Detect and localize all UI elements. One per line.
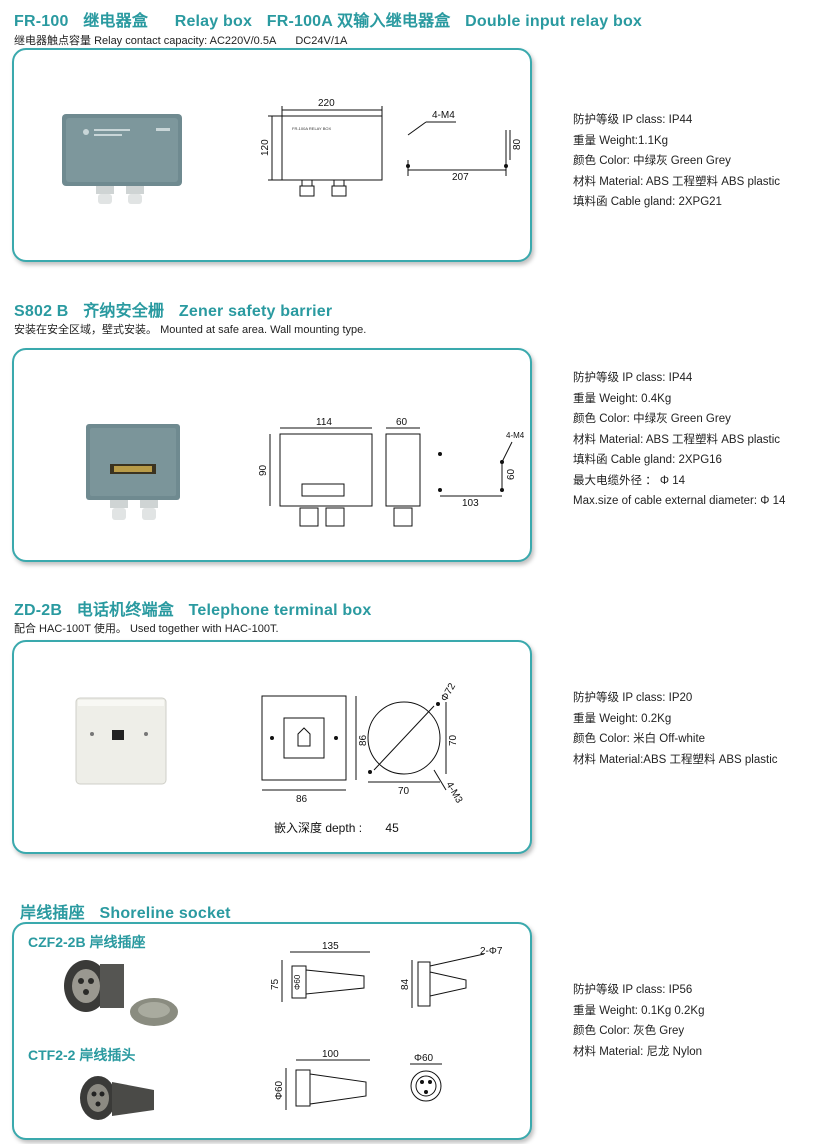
product-panel-telephone-box: 86 86 Φ72 70 70 4-M3	[12, 640, 532, 854]
dim-height-socket: 75	[270, 978, 281, 990]
spec-ip: 防护等级 IP class: IP56	[573, 984, 693, 996]
title-cn: 岸线插座	[20, 905, 85, 922]
dim-side: 60	[506, 468, 517, 480]
dim-height: 86	[358, 734, 369, 746]
section-subtitle: 安装在安全区域，壁式安装。 Mounted at safe area. Wall…	[14, 324, 367, 336]
title-en: Telephone terminal box	[188, 602, 372, 619]
shoreline-illustration: 135 75 Φ60 2-Φ7 84 100 Φ60 Φ60	[64, 941, 503, 1120]
title-en-2: Double input relay box	[465, 13, 643, 30]
product-label-plug: CTF2-2 岸线插头	[28, 1047, 136, 1063]
depth-label: 嵌入深度 depth : 45	[274, 821, 399, 835]
spec-color: 颜色 Color: 中绿灰 Green Grey	[573, 155, 731, 167]
dim-depth: 60	[396, 417, 408, 428]
label-plate-text: FR-100A RELAY BOX	[292, 126, 332, 131]
section-subtitle: 继电器触点容量 Relay contact capacity: AC220V/0…	[14, 35, 348, 47]
model-code: FR-100	[14, 13, 69, 30]
title-en: Zener safety barrier	[178, 303, 333, 320]
dim-diameter-plug: Φ60	[274, 1080, 285, 1100]
telephone-box-illustration: 86 86 Φ72 70 70 4-M3	[75, 681, 465, 806]
dim-bottom: 70	[398, 786, 410, 797]
title-en: Shoreline socket	[99, 905, 231, 922]
dim-height: 90	[258, 464, 269, 476]
relay-box-mount-drawing	[407, 121, 511, 176]
socket-drawing	[281, 951, 485, 1008]
product-label-socket: CZF2-2B 岸线插座	[28, 934, 146, 950]
socket-photo	[64, 960, 178, 1026]
zener-front-drawing	[269, 427, 513, 527]
title-cn: 继电器盒	[83, 13, 149, 30]
dim-hole-spacing: 207	[452, 172, 469, 183]
dim-side: 84	[400, 978, 411, 990]
spec-material: 材料 Material:ABS 工程塑料 ABS plastic	[573, 753, 778, 766]
plug-photo	[80, 1076, 154, 1120]
dim-side: 80	[512, 138, 523, 150]
spec-weight: 重量 Weight: 0.1Kg 0.2Kg	[573, 1004, 705, 1017]
specs-telephone-box: 防护等级 IP class: IP20 重量 Weight: 0.2Kg 颜色 …	[573, 688, 778, 770]
relay-box-front-drawing	[268, 106, 383, 197]
spec-color: 颜色 Color: 米白 Off-white	[573, 733, 706, 745]
dim-length-socket: 135	[322, 941, 339, 952]
specs-relay-box: 防护等级 IP class: IP44 重量 Weight:1.1Kg 颜色 C…	[573, 110, 780, 213]
dim-holes: 4-M4	[506, 431, 525, 440]
section-title-relay-box: FR-100 继电器盒 Relay box FR-100A 双输入继电器盒 Do…	[14, 7, 652, 31]
dim-length-plug: 100	[322, 1049, 339, 1060]
title-cn: 齐纳安全栅	[83, 303, 165, 320]
title-en: Relay box	[174, 13, 253, 30]
dim-holes: 4-M3	[443, 780, 464, 806]
dim-circle: Φ72	[439, 681, 458, 703]
spec-cable-en: Max.size of cable external diameter: Φ 1…	[573, 495, 786, 507]
spec-weight: 重量 Weight: 0.2Kg	[573, 712, 672, 725]
spec-ip: 防护等级 IP class: IP20	[573, 692, 693, 704]
dim-holes: 2-Φ7	[480, 946, 503, 957]
section-title-telephone-box: ZD-2B 电话机终端盒 Telephone terminal box	[14, 596, 381, 620]
specs-shoreline: 防护等级 IP class: IP56 重量 Weight: 0.1Kg 0.2…	[573, 980, 704, 1062]
dim-side: 70	[448, 734, 459, 746]
dim-width: 114	[316, 417, 332, 428]
specs-zener-barrier: 防护等级 IP class: IP44 重量 Weight: 0.4Kg 颜色 …	[573, 368, 785, 512]
dim-width: 220	[318, 98, 335, 109]
product-panel-shoreline-socket: 135 75 Φ60 2-Φ7 84 100 Φ60 Φ60	[12, 922, 532, 1140]
spec-color: 颜色 Color: 灰色 Grey	[573, 1025, 685, 1037]
dim-width: 86	[296, 794, 308, 805]
plug-drawing	[285, 1059, 442, 1110]
dim-hole-spacing: 103	[462, 498, 479, 509]
section-subtitle: 配合 HAC-100T 使用。 Used together with HAC-1…	[14, 623, 279, 635]
dim-height: 120	[260, 139, 271, 156]
model-code: ZD-2B	[14, 602, 63, 619]
zener-barrier-illustration: 114 90 60 4-M4 103 60	[86, 417, 525, 527]
spec-ip: 防护等级 IP class: IP44	[573, 114, 693, 126]
spec-color: 颜色 Color: 中绿灰 Green Grey	[573, 413, 731, 425]
section-title-zener-barrier: S802 B 齐纳安全栅 Zener safety barrier	[14, 297, 342, 321]
spec-gland: 填料函 Cable gland: 2XPG21	[573, 196, 722, 208]
spec-weight: 重量 Weight: 0.4Kg	[573, 392, 672, 405]
spec-material: 材料 Material: ABS 工程塑料 ABS plastic	[573, 175, 781, 188]
title-model-2: FR-100A 双输入继电器盒	[266, 13, 451, 30]
spec-gland: 填料函 Cable gland: 2XPG16	[573, 454, 722, 466]
product-panel-relay-box: 220 120 FR-100A RELAY BOX 4-M4 207 80	[12, 48, 532, 262]
spec-ip: 防护等级 IP class: IP44	[573, 372, 693, 384]
dim-holes: 4-M4	[432, 110, 455, 121]
model-code: S802 B	[14, 303, 69, 320]
telephone-box-photo	[75, 697, 167, 785]
product-panel-zener-barrier: 114 90 60 4-M4 103 60	[12, 348, 532, 562]
section-title-shoreline-socket: 岸线插座 Shoreline socket	[20, 899, 241, 923]
telephone-front-drawing	[261, 695, 447, 791]
spec-material: 材料 Material: 尼龙 Nylon	[573, 1045, 703, 1058]
spec-cable-cn: 最大电缆外径 ： Φ 14	[573, 474, 686, 487]
spec-weight: 重量 Weight:1.1Kg	[573, 134, 669, 147]
spec-material: 材料 Material: ABS 工程塑料 ABS plastic	[573, 433, 781, 446]
relay-box-illustration: 220 120 FR-100A RELAY BOX 4-M4 207 80	[62, 98, 523, 204]
dim-diameter-socket: Φ60	[293, 974, 302, 990]
dim-end-diameter: Φ60	[414, 1053, 434, 1064]
title-cn: 电话机终端盒	[76, 602, 174, 619]
